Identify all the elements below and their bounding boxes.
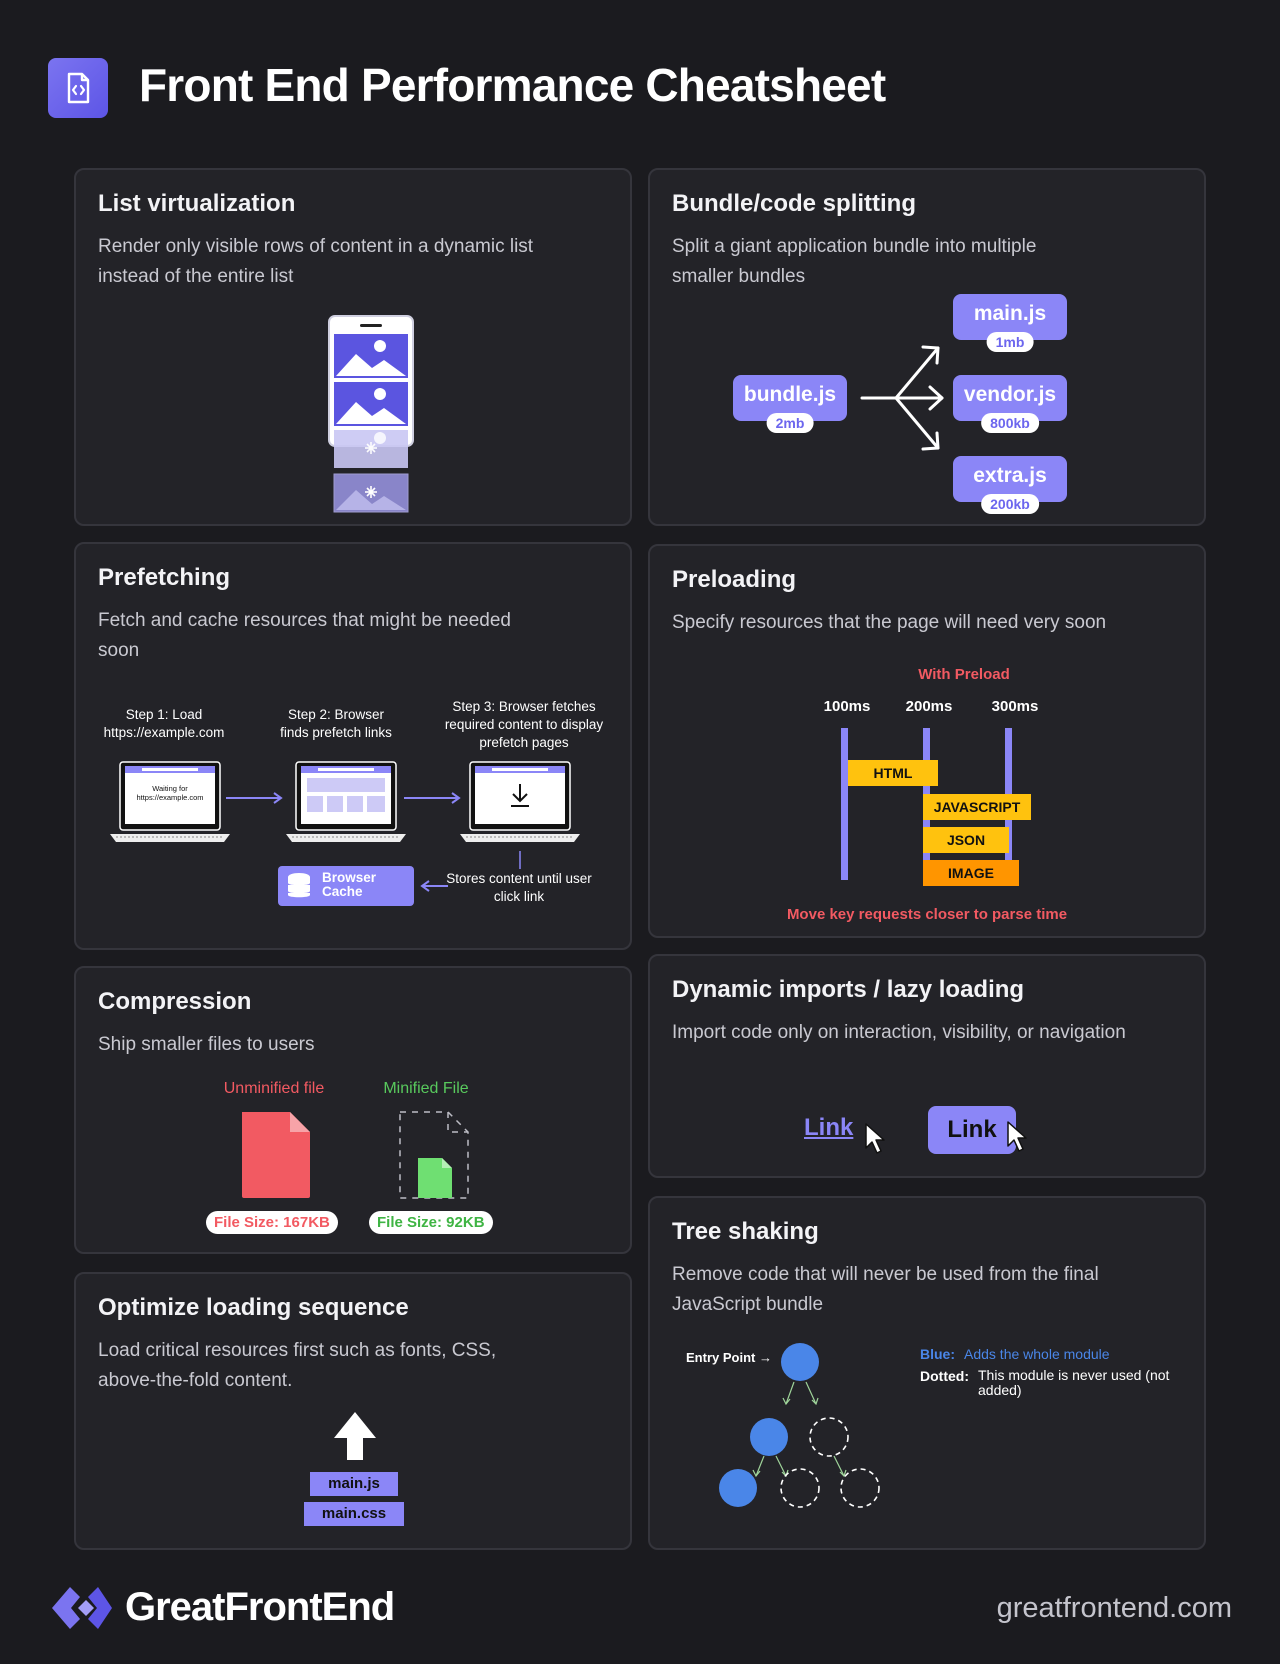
- card-title: Prefetching: [98, 564, 231, 591]
- card-description: Split a giant application bundle into mu…: [672, 236, 1037, 287]
- card-description: Specify resources that the page will nee…: [672, 612, 1107, 633]
- card-preloading: Preloading Specify resources that the pa…: [648, 544, 1206, 938]
- laptop-screen-text: Waiting for https://example.com: [136, 784, 204, 802]
- cursor-icon: [865, 1123, 885, 1154]
- bundle-output-vendor: vendor.js 800kb: [953, 375, 1067, 433]
- phone-list-illustration: [328, 315, 414, 513]
- minified-label: Minified File: [383, 1080, 469, 1097]
- browser-cache-box: Browser Cache: [278, 866, 414, 906]
- time-200ms: 200ms: [905, 698, 953, 715]
- card-title: Tree shaking: [672, 1218, 819, 1245]
- prefetch-step-1: Step 1: Load https://example.com: [103, 707, 225, 740]
- card-title: Optimize loading sequence: [98, 1294, 409, 1321]
- timeline-line-100: [841, 728, 848, 880]
- cursor-icon: [1007, 1121, 1027, 1152]
- time-300ms: 300ms: [991, 698, 1039, 715]
- bar-javascript: JAVASCRIPT: [923, 794, 1031, 820]
- browser-cache-label: Browser Cache: [322, 870, 377, 899]
- arrow-right-icon: [404, 792, 461, 804]
- code-file-icon: [48, 58, 108, 118]
- unminified-size-badge: File Size: 167KB: [206, 1211, 338, 1234]
- card-bundle-splitting: Bundle/code splitting Split a giant appl…: [648, 168, 1206, 526]
- minified-file-icon: [399, 1111, 469, 1199]
- demo-link-button[interactable]: Link: [928, 1106, 1016, 1154]
- demo-link[interactable]: Link: [804, 1114, 854, 1141]
- file-main-js: main.js: [310, 1472, 398, 1496]
- minified-size-badge: File Size: 92KB: [369, 1211, 493, 1234]
- footer-brand-name: GreatFrontEnd: [125, 1585, 395, 1629]
- card-description: Remove code that will never be used from…: [672, 1264, 1099, 1315]
- legend-blue-key: Blue:: [920, 1346, 955, 1362]
- footer-url[interactable]: greatfrontend.com: [996, 1592, 1232, 1624]
- unminified-file-icon: [242, 1112, 310, 1198]
- bundle-output-extra: extra.js 200kb: [953, 456, 1067, 514]
- card-description: Ship smaller files to users: [98, 1034, 315, 1055]
- prefetch-step-2: Step 2: Browser finds prefetch links: [280, 707, 392, 740]
- entry-point-label: Entry Point →: [686, 1350, 772, 1365]
- arrow-up-icon: [334, 1412, 376, 1460]
- arrow-left-icon: [420, 880, 448, 892]
- legend-dotted-text: This module is never used (not added): [978, 1367, 1170, 1398]
- time-100ms: 100ms: [823, 698, 871, 715]
- card-title: List virtualization: [98, 190, 296, 217]
- card-title: Dynamic imports / lazy loading: [672, 976, 1025, 1003]
- card-dynamic-imports: Dynamic imports / lazy loading Import co…: [648, 954, 1206, 1178]
- bundle-output-main: main.js 1mb: [953, 294, 1067, 352]
- split-arrows: [860, 345, 944, 451]
- page-title: Front End Performance Cheatsheet: [139, 59, 886, 111]
- laptop-step-1: [110, 761, 230, 842]
- greatfrontend-logo-icon: [52, 1587, 112, 1629]
- database-icon: [288, 873, 310, 898]
- laptop-step-3: [460, 761, 580, 842]
- prefetch-step-3: Step 3: Browser fetches required content…: [444, 699, 604, 750]
- card-title: Compression: [98, 988, 252, 1015]
- legend-blue-text: Adds the whole module: [964, 1346, 1110, 1362]
- bar-html: HTML: [848, 760, 938, 786]
- bar-json: JSON: [923, 827, 1009, 853]
- legend-dotted-key: Dotted:: [920, 1368, 969, 1384]
- footer-brand: [48, 1583, 114, 1633]
- with-preload-label: With Preload: [918, 666, 1010, 683]
- card-description: Fetch and cache resources that might be …: [98, 610, 511, 661]
- card-title: Bundle/code splitting: [672, 190, 916, 217]
- stores-content-text: Stores content until user click link: [446, 871, 592, 904]
- card-loading-sequence: Optimize loading sequence Load critical …: [74, 1272, 632, 1550]
- unminified-label: Unminified file: [223, 1080, 325, 1097]
- connector-line: [519, 851, 521, 869]
- card-compression: Compression Ship smaller files to users …: [74, 966, 632, 1254]
- card-title: Preloading: [672, 566, 797, 593]
- file-main-css: main.css: [304, 1502, 404, 1526]
- bar-image: IMAGE: [923, 860, 1019, 886]
- card-list-virtualization: List virtualization Render only visible …: [74, 168, 632, 526]
- arrow-right-icon: [226, 792, 283, 804]
- bundle-source-pill: bundle.js 2mb: [733, 375, 847, 433]
- card-prefetching: Prefetching Fetch and cache resources th…: [74, 542, 632, 950]
- card-description: Import code only on interaction, visibil…: [672, 1022, 1126, 1043]
- preload-caption: Move key requests closer to parse time: [786, 906, 1068, 923]
- card-description: Load critical resources first such as fo…: [98, 1340, 497, 1391]
- card-description: Render only visible rows of content in a…: [98, 236, 534, 287]
- card-tree-shaking: Tree shaking Remove code that will never…: [648, 1196, 1206, 1550]
- header: [48, 58, 108, 118]
- laptop-step-2: [286, 761, 406, 842]
- module-tree: [719, 1343, 880, 1508]
